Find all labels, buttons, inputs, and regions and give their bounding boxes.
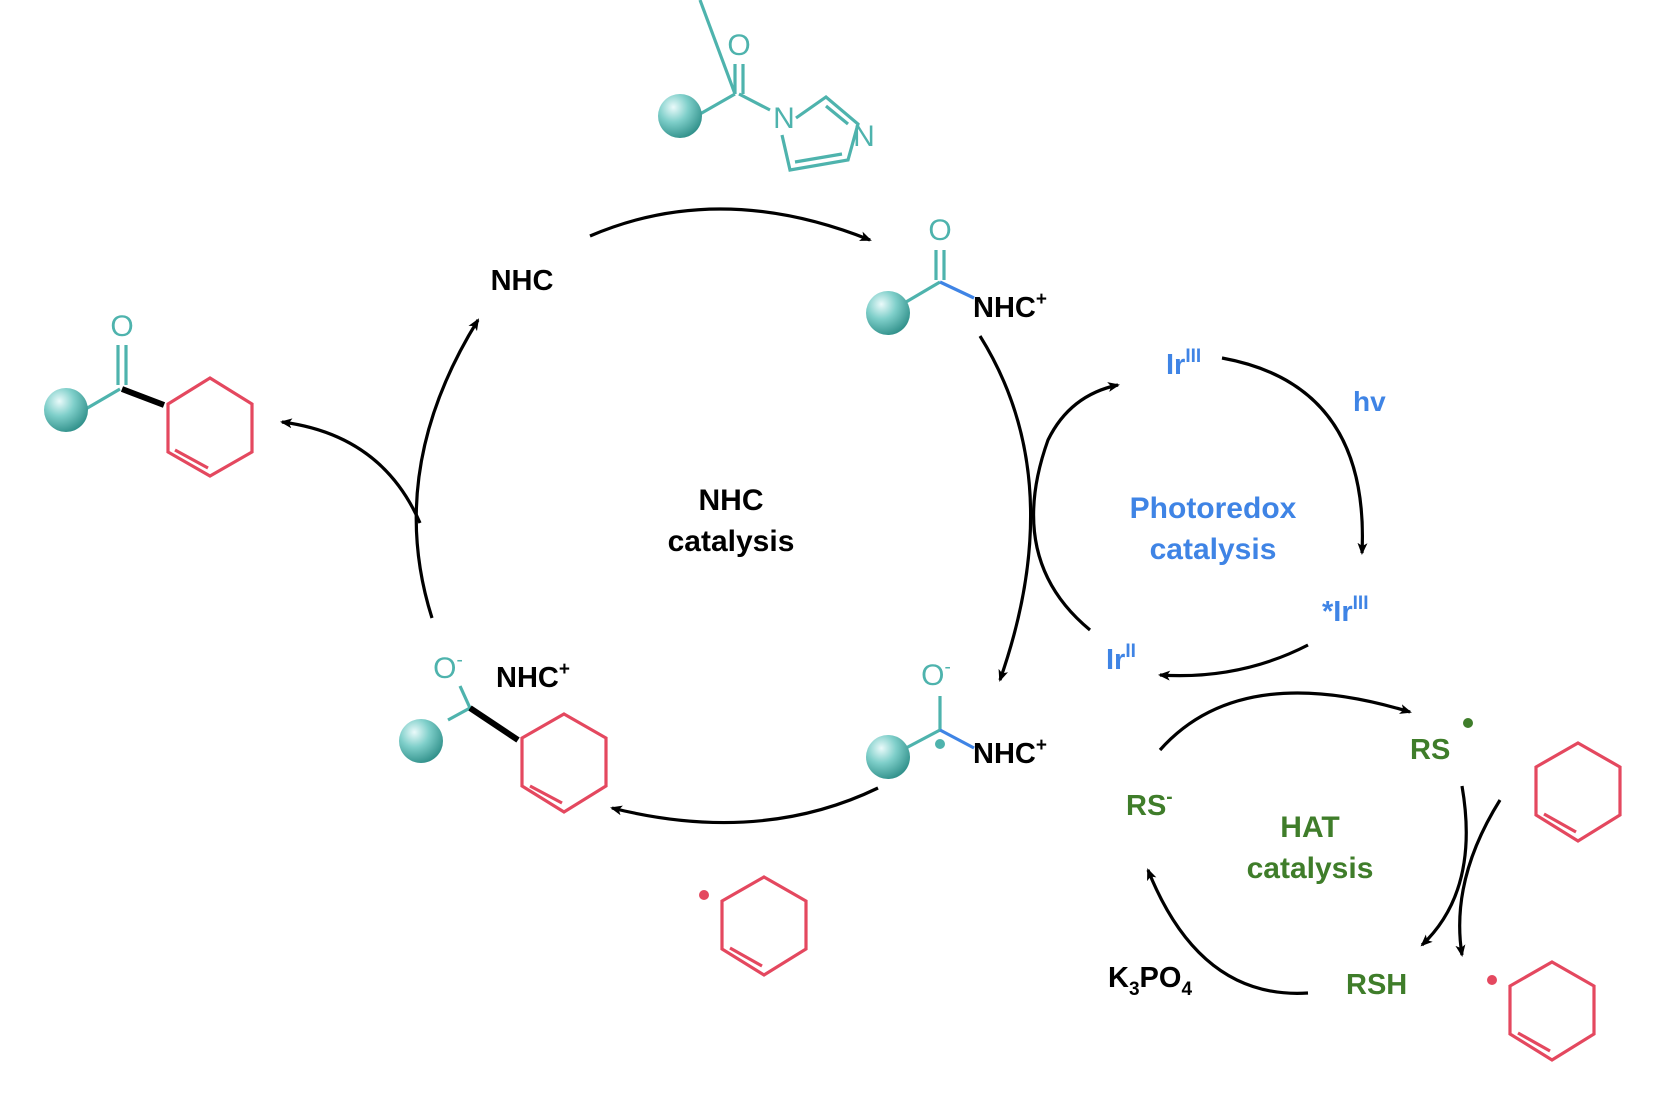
reagent-n1: N	[773, 102, 795, 135]
arrow-ketyl-to-adduct	[610, 786, 879, 825]
arrow-thiolate-to-thiyl	[1158, 691, 1412, 752]
radical-dot-icon	[1487, 975, 1497, 985]
arrow-excited-to-ir2	[1158, 643, 1309, 681]
acyl-azolium-label: NHC+	[973, 289, 1047, 324]
excited-ir3-label: *IrIII	[1322, 593, 1368, 628]
adduct-nhc-label: NHC+	[496, 659, 570, 694]
ketyl-radical-intermediate: O- NHC+	[866, 657, 1047, 779]
arrow-adduct-to-nhc	[414, 318, 480, 619]
ir3-label: IrIII	[1166, 346, 1201, 381]
ir2-label: IrII	[1106, 641, 1136, 676]
reagent-carbonyl-o: O	[727, 29, 750, 62]
arrow-thiol-to-thiolate	[1146, 868, 1309, 995]
base-k3po4-label: K3PO4	[1108, 962, 1192, 1000]
acyl-imidazole-reagent: O N N	[658, 0, 875, 172]
substrate-ball-icon	[866, 735, 910, 779]
reagent-n3: N	[853, 120, 875, 153]
thiyl-radical-label: RS	[1410, 734, 1450, 766]
ketyl-nhc-label: NHC+	[973, 735, 1047, 770]
arrow-thiyl-to-thiol	[1420, 785, 1468, 947]
hat-subtitle: catalysis	[1247, 852, 1374, 885]
allyl-radical-input	[699, 875, 808, 977]
product-ketone-o: O	[110, 310, 133, 343]
photoredox-title: Photoredox	[1130, 492, 1297, 525]
arrow-ir2-to-ir3	[1031, 382, 1120, 632]
nhc-cycle-arrows	[280, 207, 1033, 825]
thiol-label: RSH	[1346, 969, 1407, 1001]
thiolate-label: RS-	[1126, 787, 1173, 822]
tetrahedral-adduct: O- NHC+	[399, 650, 608, 814]
acyl-azolium-o: O	[928, 214, 951, 247]
free-nhc-label: NHC	[491, 265, 554, 297]
arrow-ir3-to-excited	[1221, 356, 1368, 555]
substrate-ball-icon	[399, 719, 443, 763]
arrow-alkene-to-allyl-radical	[1455, 799, 1502, 957]
adduct-oxide: O-	[433, 650, 463, 685]
substrate-ball-icon	[44, 388, 88, 432]
nhc-cycle-subtitle: catalysis	[668, 525, 795, 558]
light-hv-label: hv	[1353, 386, 1386, 417]
acyl-azolium-intermediate: O NHC+	[866, 214, 1047, 335]
radical-dot-icon	[1463, 718, 1473, 728]
cyclohexene-substrate	[1534, 741, 1622, 843]
product-ketone: O	[44, 310, 254, 478]
allyl-radical-product	[1487, 960, 1596, 1062]
photoredox-arrows	[1031, 356, 1368, 681]
photoredox-subtitle: catalysis	[1150, 533, 1277, 566]
nhc-cycle-title: NHC	[699, 484, 764, 517]
substrate-ball-icon	[866, 291, 910, 335]
hat-arrows	[1146, 691, 1502, 995]
ketyl-oxide: O-	[921, 657, 951, 692]
radical-dot-icon	[935, 739, 945, 749]
arrow-nhc-to-acyl-azolium	[589, 207, 872, 242]
arrow-adduct-branch-to-product	[280, 418, 422, 524]
arrow-acyl-azolium-to-ketyl	[978, 335, 1033, 682]
substrate-ball-icon	[658, 94, 702, 138]
hat-title: HAT	[1280, 811, 1339, 844]
radical-dot-icon	[699, 890, 709, 900]
